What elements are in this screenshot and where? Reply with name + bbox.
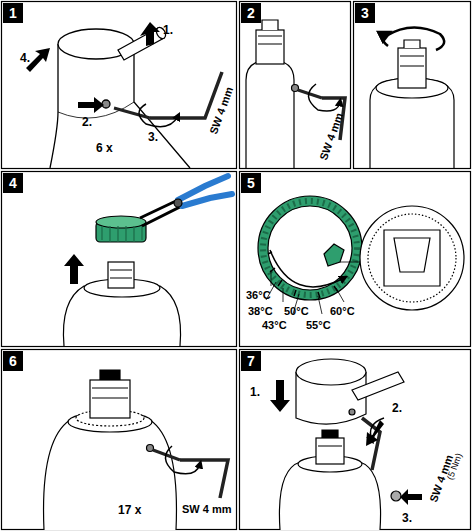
step-number: 4 [9,175,17,191]
step-number-box: 4 [3,173,23,193]
step-number: 6 [9,353,17,369]
temperature-mark: 43°C [262,320,287,331]
step-callout: 1. [163,24,173,36]
temperature-mark: 60°C [330,306,355,317]
step-callout: 3. [402,512,412,524]
step-callout: 2. [392,402,402,414]
temperature-mark: 38°C [248,306,273,317]
cartridge-drawing-3 [370,27,454,168]
step-number: 2 [247,5,255,21]
step-number-box: 6 [3,351,23,371]
temperature-mark: 55°C [306,320,331,331]
faucet-drawing-1 [50,26,222,168]
cap-refit-drawing [279,359,404,530]
step-number-box: 5 [241,173,261,193]
lift-arrow [64,254,84,284]
tool-size: SW 4 mm [182,504,232,515]
step-number-box: 2 [241,3,261,23]
temperature-ring-drawing [258,196,464,314]
quantity: 6 x [96,142,113,154]
step-callout: 2. [82,116,92,128]
step-number: 1 [9,5,17,21]
temperature-mark: 50°C [284,306,309,317]
ring-removal-drawing [63,176,232,346]
cartridge-drawing-2 [246,20,345,168]
step-number-box: 1 [3,3,23,23]
motion-arrows-7 [270,380,422,505]
step-number-box: 3 [355,3,375,23]
step-number: 5 [247,175,255,191]
temperature-mark: 36°C [246,290,271,301]
step-callout: 4. [20,52,30,64]
step-callout: 1. [250,386,260,398]
motion-arrows-1 [26,22,160,113]
step-number-box: 7 [241,351,261,371]
quantity: 17 x [118,504,141,516]
step-number: 7 [247,353,255,369]
step-callout: 3. [148,131,158,143]
step-number: 3 [361,5,369,21]
tool-size: SW 4 mm [208,85,235,135]
